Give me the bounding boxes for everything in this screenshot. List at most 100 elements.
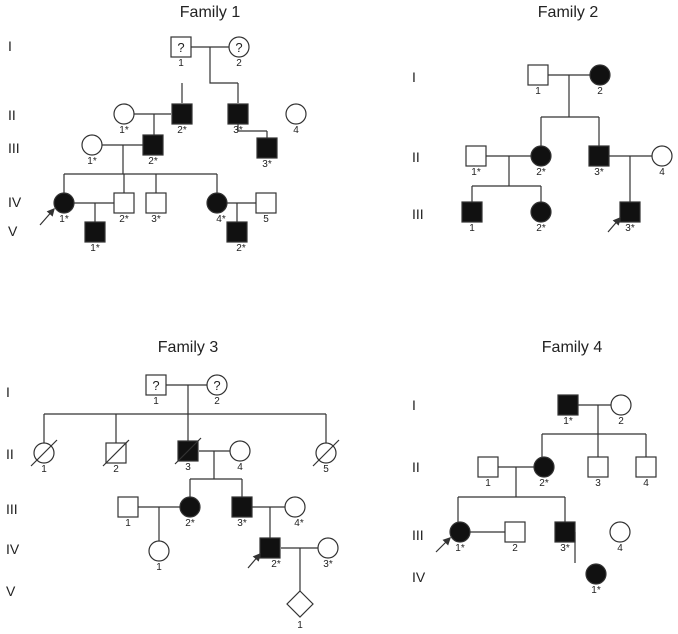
f3-III-2-circle-symbol [179, 496, 201, 518]
f3-gen-IV: IV [6, 541, 20, 557]
f2-III-1-square-symbol [461, 201, 483, 223]
individual-f1-II-3: 3* [227, 103, 249, 136]
individual-f2-I-1: 1 [527, 64, 549, 97]
f4-IV-1-label: 1* [591, 585, 601, 596]
family-3-title: Family 3 [158, 339, 219, 356]
f1-II-1-circle-symbol [113, 103, 135, 125]
individual-f3-II-3: 3 [174, 437, 202, 473]
f2-II-4-circle-symbol [651, 145, 673, 167]
f3-III-4-circle-symbol [284, 496, 306, 518]
f1-IV-1-proband-arrow-head [46, 207, 55, 217]
f1-IV-1-label: 1* [59, 214, 69, 225]
f4-II-2-label: 2* [539, 478, 549, 489]
f4-III-1-proband-arrow-head [442, 537, 451, 546]
f3-IV-1-circle-symbol [148, 540, 170, 562]
f3-I-1-square-symbol [145, 374, 167, 396]
f4-I-1-label: 1* [563, 416, 573, 427]
individual-f3-I-1: ?1 [145, 374, 167, 407]
f4-I-1-square-symbol [557, 394, 579, 416]
f1-III-2-label: 2* [148, 156, 158, 167]
f2-III-1-label: 1 [469, 223, 475, 234]
f3-IV-2-proband-arrow-head [252, 552, 261, 562]
f4-II-1-square-symbol [477, 456, 499, 478]
individual-f1-IV-1: 1* [39, 192, 75, 226]
individual-f4-I-1: 1* [557, 394, 579, 427]
f1-IV-2-square-symbol [113, 192, 135, 214]
f2-gen-I: I [412, 69, 416, 85]
individual-f3-V-1: 1 [286, 590, 314, 631]
f1-gen-V: V [8, 223, 18, 239]
f1-II-4-circle-symbol [285, 103, 307, 125]
f2-I-2-label: 2 [597, 86, 603, 97]
f1-II-3-square-symbol [227, 103, 249, 125]
f2-gen-III: III [412, 206, 424, 222]
individual-f1-III-1: 1* [81, 134, 103, 167]
f1-V-1-label: 1* [90, 243, 100, 254]
f1-gen-II: II [8, 107, 16, 123]
f1-IV-5-square-symbol [255, 192, 277, 214]
family-4-title: Family 4 [542, 339, 603, 356]
f4-III-2-label: 2 [512, 543, 518, 554]
individual-f4-II-4: 4 [635, 456, 657, 489]
f4-II-1-label: 1 [485, 478, 491, 489]
individual-f1-IV-4: 4* [206, 192, 228, 225]
f3-gen-II: II [6, 446, 14, 462]
individual-f1-III-3: 3* [256, 137, 278, 170]
individual-f4-IV-1: 1* [585, 563, 607, 596]
f1-I-2-unknown-mark: ? [235, 40, 242, 55]
f1-II-1-label: 1* [119, 125, 129, 136]
f4-gen-III: III [412, 527, 424, 543]
f3-I-2-unknown-mark: ? [213, 378, 220, 393]
f3-gen-I: I [6, 384, 10, 400]
f1-III-2-square-symbol [142, 134, 164, 156]
f3-gen-III: III [6, 501, 18, 517]
individual-f3-IV-1: 1 [148, 540, 170, 573]
f1-I-1-square-symbol [170, 36, 192, 58]
f3-II-1-deceased-slash [30, 439, 58, 467]
f1-I-1-label: 1 [178, 58, 184, 69]
f3-II-5-label: 5 [323, 464, 329, 475]
f1-IV-1-circle-symbol [53, 192, 75, 214]
individual-f4-III-3: 3* [554, 521, 576, 554]
f1-II-2-square-symbol [171, 103, 193, 125]
f3-II-5-deceased-slash [312, 439, 340, 467]
f3-II-1-label: 1 [41, 464, 47, 475]
individual-f4-II-3: 3 [587, 456, 609, 489]
f3-III-2-label: 2* [185, 518, 195, 529]
individual-f1-IV-2: 2* [113, 192, 135, 225]
individual-f1-V-1: 1* [84, 221, 106, 254]
f1-III-1-label: 1* [87, 156, 97, 167]
f3-II-4-label: 4 [237, 462, 243, 473]
f1-II-2-label: 2* [177, 125, 187, 136]
f3-III-1-label: 1 [125, 518, 131, 529]
f1-II-3-label: 3* [233, 125, 243, 136]
individual-f3-II-2: 2 [102, 439, 130, 475]
f1-gen-IV: IV [8, 194, 22, 210]
individual-f4-III-2: 2 [504, 521, 526, 554]
f4-II-3-label: 3 [595, 478, 601, 489]
individual-f2-III-3: 3* [607, 201, 641, 234]
f3-I-1-label: 1 [153, 396, 159, 407]
f3-II-4-circle-symbol [229, 440, 251, 462]
individual-f1-IV-5: 5 [255, 192, 277, 225]
individual-f2-II-4: 4 [651, 145, 673, 178]
f1-V-1-square-symbol [84, 221, 106, 243]
f2-II-2-label: 2* [536, 167, 546, 178]
f3-V-1-label: 1 [297, 620, 303, 629]
f1-V-2-label: 2* [236, 243, 246, 254]
f2-II-1-label: 1* [471, 167, 481, 178]
f1-IV-4-circle-symbol [206, 192, 228, 214]
f2-II-4-label: 4 [659, 167, 665, 178]
f1-IV-5-label: 5 [263, 214, 269, 225]
individual-f4-II-1: 1 [477, 456, 499, 489]
f3-I-2-label: 2 [214, 396, 220, 407]
f4-III-3-label: 3* [560, 543, 570, 554]
individual-f1-I-2: ?2 [228, 36, 250, 69]
f4-III-1-label: 1* [455, 543, 465, 554]
individual-f1-II-1: 1* [113, 103, 135, 136]
individual-f3-II-1: 1 [30, 439, 58, 475]
f3-I-1-unknown-mark: ? [152, 378, 159, 393]
f2-I-1-square-symbol [527, 64, 549, 86]
pedigree-lines [43, 46, 652, 591]
